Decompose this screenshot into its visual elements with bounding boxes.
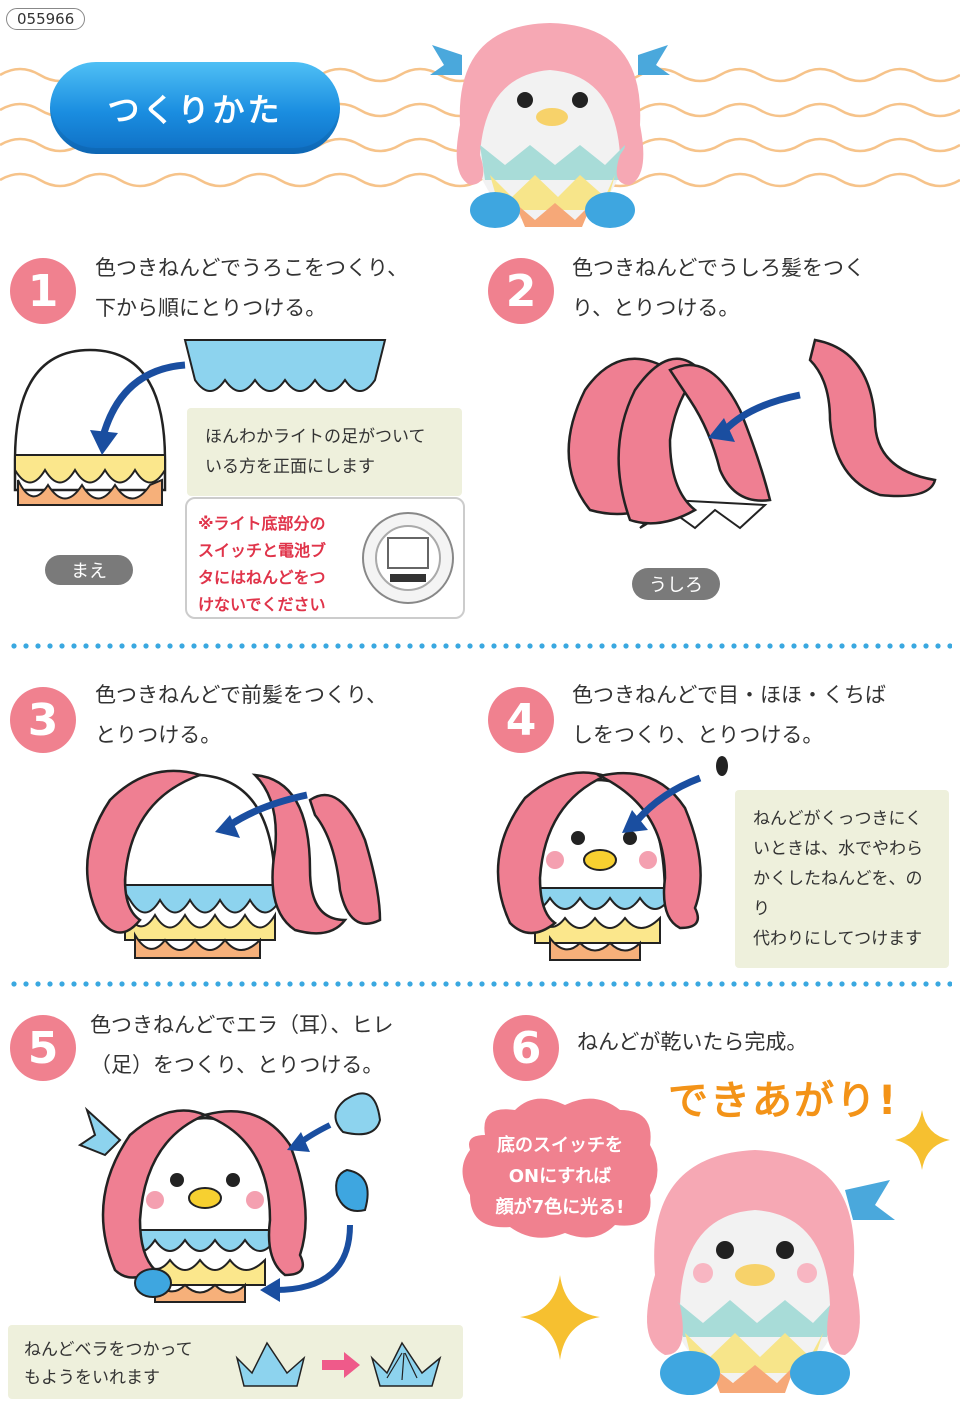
glue-note: ねんどがくっつきにく いときは、水でやわら かくしたねんどを、のり 代わりにして…	[735, 790, 949, 968]
switch-bottom-icon	[362, 512, 454, 604]
pink-cloud-bubble	[462, 1098, 658, 1238]
step-4-text: 色つきねんどで目・ほほ・くちば しをつくり、とりつける。	[572, 683, 886, 747]
step-5-text: 色つきねんどでエラ（耳）、ヒレ （足）をつくり、とりつける。	[90, 1013, 394, 1077]
step-1-illustration	[13, 339, 387, 506]
step-6-number: 6	[493, 1015, 559, 1081]
step-2-illustration	[567, 338, 937, 530]
section-divider	[8, 643, 952, 649]
product-code: 055966	[6, 8, 86, 30]
step-1-text: 色つきねんどでうろこをつくり、 下から順にとりつける。	[95, 256, 409, 320]
sparkle-icon	[895, 1110, 950, 1170]
section-divider	[8, 981, 952, 987]
step-3-text: 色つきねんどで前髪をつくり、 とりつける。	[95, 683, 388, 747]
back-label: うしろ	[632, 568, 720, 600]
warning-text: ※ライト底部分の スイッチと電池ブ タにはねんどをつ けないでください	[198, 514, 327, 614]
step-2-text: 色つきねんどでうしろ髪をつく り、とりつける。	[572, 256, 865, 320]
step-4-illustration	[496, 756, 728, 961]
front-label: まえ	[45, 555, 133, 585]
finished-figure-image	[647, 1150, 895, 1395]
spatula-note: ねんどベラをつかって もようをいれます	[24, 1340, 193, 1388]
step-5-number: 5	[10, 1015, 76, 1081]
step-1-number: 1	[10, 258, 76, 324]
step-5-illustration	[77, 1092, 382, 1303]
page-title: つくりかた	[107, 91, 283, 129]
step-2-number: 2	[488, 258, 554, 324]
complete-label: できあがり!	[668, 1078, 899, 1124]
step-3-number: 3	[10, 687, 76, 753]
step-3-illustration	[85, 769, 382, 959]
step-6-text: ねんどが乾いたら完成。	[577, 1030, 808, 1054]
sparkle-icon	[520, 1275, 600, 1360]
title-banner	[50, 62, 340, 154]
switch-bubble-text: 底のスイッチを ONにすれば 顔が7色に光る!	[495, 1135, 625, 1218]
spatula-before-after-icons	[235, 1341, 442, 1387]
step-4-number: 4	[488, 687, 554, 753]
front-note: ほんわかライトの足がついて いる方を正面にします	[187, 408, 462, 496]
hero-figure-image	[430, 23, 670, 228]
